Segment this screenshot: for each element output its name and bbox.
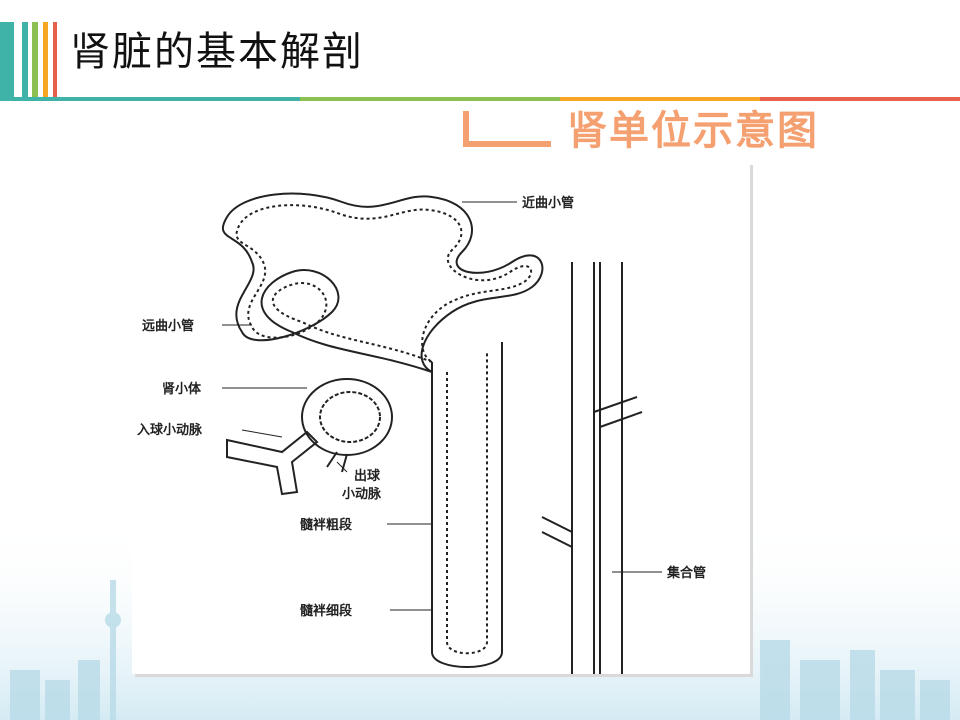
loop-of-henle-inner <box>446 352 488 655</box>
label-proximal-tubule-top: 近曲小管 <box>522 195 574 211</box>
collecting-duct-branch <box>593 396 643 428</box>
accent-bar-orange <box>43 22 48 98</box>
title-accent-bars <box>0 22 62 98</box>
nephron-illustration: 近曲小管 远曲小管 肾小体 入球小动脉 出球 小动脉 髓袢粗段 髓袢细段 集合管 <box>137 192 706 674</box>
proximal-tubule <box>221 192 544 373</box>
label-efferent-line1: 出球 <box>354 468 381 484</box>
label-renal-corpuscle: 肾小体 <box>162 381 202 397</box>
label-thin-segment: 髓袢细段 <box>300 603 352 619</box>
collecting-duct-join <box>541 516 573 548</box>
accent-bar-teal-thin <box>22 22 28 98</box>
title-underline <box>0 97 960 101</box>
collecting-duct <box>571 262 623 674</box>
subtitle-bracket <box>463 111 551 147</box>
label-thick-segment: 髓袢粗段 <box>300 517 352 533</box>
nephron-diagram: 近曲小管 远曲小管 肾小体 入球小动脉 出球 小动脉 髓袢粗段 髓袢细段 集合管 <box>132 162 750 674</box>
accent-bar-red <box>53 22 57 98</box>
efferent-arteriole <box>326 451 348 473</box>
label-afferent-arteriole: 入球小动脉 <box>137 422 203 438</box>
slide-subtitle: 肾单位示意图 <box>567 108 819 154</box>
label-distal-tubule-left: 远曲小管 <box>142 318 194 334</box>
afferent-arteriole <box>226 430 319 496</box>
accent-bar-green <box>32 22 38 98</box>
slide-title: 肾脏的基本解剖 <box>70 29 364 75</box>
subtitle-block: 肾单位示意图 <box>463 105 863 165</box>
glomerulus <box>319 391 381 443</box>
proximal-tubule-inner <box>235 204 533 363</box>
accent-bar-teal <box>0 22 14 98</box>
label-efferent-line2: 小动脉 <box>342 486 382 502</box>
loop-of-henle-outer <box>431 342 503 668</box>
label-collecting-duct: 集合管 <box>666 565 706 581</box>
